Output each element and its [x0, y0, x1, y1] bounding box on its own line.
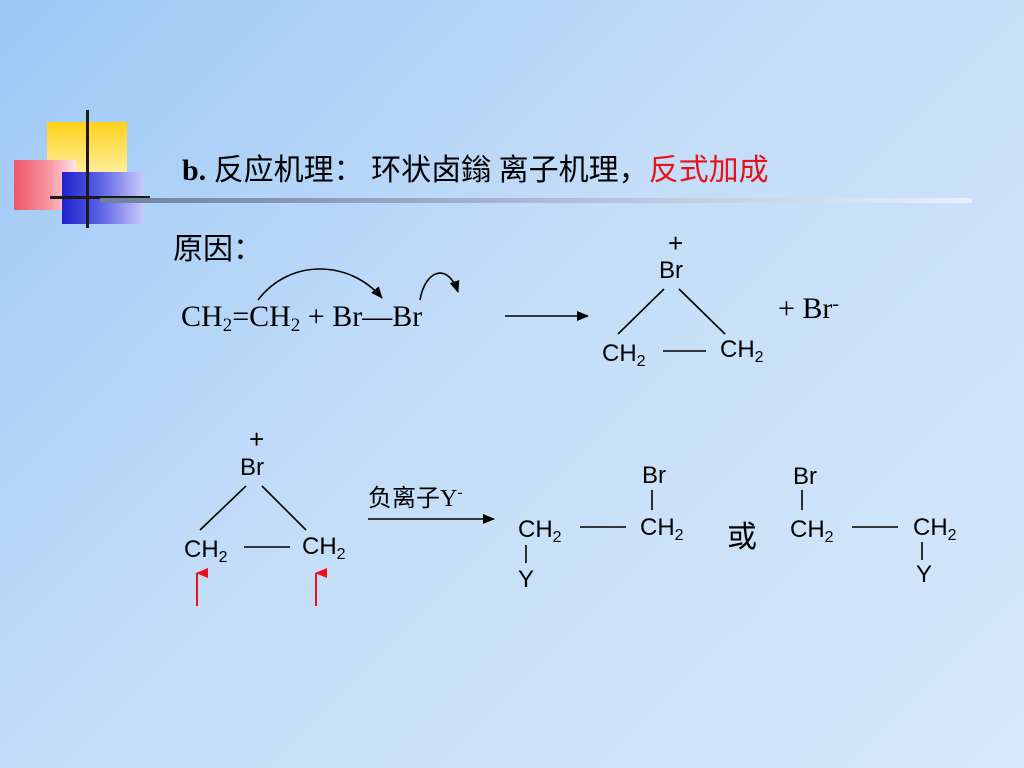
reactant-br: Br — [240, 454, 264, 481]
reactant-charge: + — [249, 424, 265, 454]
bromide-byproduct: + Br- — [778, 292, 840, 325]
bromonium-ch2-left: CH2 — [602, 340, 646, 370]
reactant-ch2-right: CH2 — [302, 533, 346, 563]
title-underline — [100, 198, 972, 203]
curved-arrow-pi-bond — [257, 268, 383, 301]
reagent-label: 负离子Y- — [368, 484, 463, 512]
reason-label: 原因： — [173, 233, 263, 266]
product2-ch2-left: CH2 — [790, 516, 834, 546]
product1-y: Y — [518, 566, 535, 593]
ring2-bond-left — [199, 485, 247, 531]
logo-horizontal-line — [50, 196, 150, 199]
or-label: 或 — [727, 521, 757, 554]
ring1-bond-left — [617, 288, 665, 335]
logo-vertical-line — [86, 110, 89, 228]
reactant-ch2-left: CH2 — [184, 536, 228, 566]
bromonium-br: Br — [659, 257, 683, 284]
bromonium-ch2-right: CH2 — [720, 336, 764, 366]
equation1-reactants: CH2=CH2 + Br—Br — [181, 300, 423, 336]
product2-br: Br — [793, 463, 817, 490]
product1-ch2-right: CH2 — [640, 514, 684, 544]
product2-y: Y — [916, 561, 933, 588]
ring2-bond-right — [261, 485, 307, 531]
slide-title: b. 反应机理： 环状卤鎓 离子机理，反式加成 — [182, 154, 769, 187]
product1-br: Br — [642, 462, 666, 489]
product2-ch2-right: CH2 — [913, 514, 957, 544]
product1-ch2-left: CH2 — [518, 516, 562, 546]
curved-arrow-br-br — [419, 272, 460, 301]
bromonium-charge: + — [668, 228, 684, 258]
ring1-bond-right — [678, 288, 726, 335]
